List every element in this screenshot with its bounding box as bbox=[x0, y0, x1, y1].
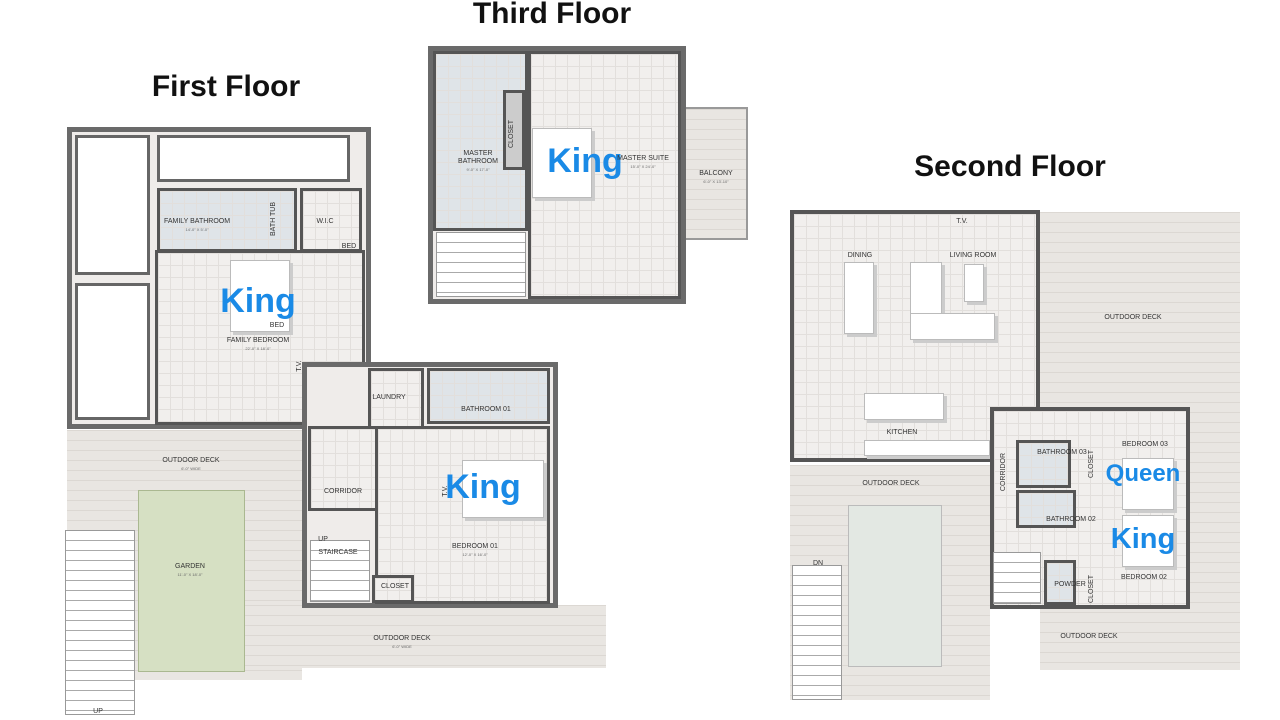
coffee-table bbox=[964, 264, 984, 302]
staircase bbox=[436, 232, 526, 297]
room-label: CORRIDOR bbox=[1000, 452, 1007, 492]
room-label: BATHROOM 03 bbox=[1037, 449, 1087, 456]
bathroom-02 bbox=[1016, 490, 1076, 528]
bed bbox=[1122, 515, 1174, 567]
room-label: POWDER bbox=[1054, 581, 1086, 588]
bed-size-label: King bbox=[1110, 523, 1176, 555]
bed bbox=[1122, 458, 1174, 510]
room-label: OUTDOOR DECK bbox=[862, 480, 920, 487]
room-label: DN bbox=[812, 560, 824, 567]
closet bbox=[372, 575, 414, 603]
room-label: T.V. bbox=[296, 360, 303, 372]
garden bbox=[138, 490, 245, 672]
room-label: LIVING ROOM bbox=[949, 252, 997, 259]
closet bbox=[503, 90, 525, 170]
powder-room bbox=[1044, 560, 1076, 605]
staircase bbox=[993, 552, 1041, 604]
bathroom-01 bbox=[427, 368, 550, 424]
bed bbox=[532, 128, 592, 198]
sofa bbox=[910, 313, 995, 340]
room-label: OUTDOOR DECK bbox=[1060, 633, 1118, 640]
bed-size-label: King bbox=[445, 468, 521, 506]
room-label: DINING bbox=[847, 252, 873, 259]
room-label: BEDROOM 03 bbox=[1122, 441, 1168, 448]
room-label: LAUNDRY bbox=[372, 394, 406, 401]
balcony bbox=[680, 107, 748, 240]
laundry bbox=[368, 368, 424, 432]
kitchen-counter bbox=[864, 440, 990, 456]
bathroom-03 bbox=[1016, 440, 1071, 488]
void-area bbox=[75, 135, 150, 275]
bed-size-label: King bbox=[547, 142, 623, 180]
bed-size-label: King bbox=[220, 282, 296, 320]
pool-area bbox=[848, 505, 942, 667]
walk-in-closet bbox=[300, 188, 362, 252]
room-label: BEDROOM 02 bbox=[1121, 574, 1167, 581]
first-floor-title: First Floor bbox=[151, 70, 301, 103]
exterior-stairs bbox=[65, 530, 135, 715]
bed bbox=[230, 260, 290, 332]
bed bbox=[462, 460, 544, 518]
second-floor-title: Second Floor bbox=[914, 150, 1106, 183]
room-label: W.I.C bbox=[316, 218, 334, 225]
room-label: BED bbox=[341, 243, 357, 250]
room-label: T.V. bbox=[956, 218, 968, 225]
void-area bbox=[75, 283, 150, 420]
room-label: KITCHEN bbox=[886, 429, 918, 436]
outdoor-deck-bottom bbox=[240, 605, 606, 668]
exterior-stairs bbox=[792, 565, 842, 700]
dining-table bbox=[844, 262, 874, 334]
family-bathroom bbox=[157, 188, 297, 252]
room-label: CLOSET bbox=[1088, 449, 1095, 479]
room-label: UP bbox=[318, 536, 328, 543]
bed-size-label: Queen bbox=[1105, 460, 1181, 487]
room-label: BATH TUB bbox=[270, 202, 277, 236]
kitchen-island bbox=[864, 393, 944, 420]
room-label: CLOSET bbox=[508, 119, 515, 149]
room-label: BATHROOM 02 bbox=[1046, 516, 1096, 523]
staircase bbox=[310, 540, 370, 602]
room-label: CLOSET bbox=[380, 583, 410, 590]
room-label: OUTDOOR DECK bbox=[1104, 314, 1162, 321]
void-area bbox=[157, 135, 350, 182]
room-label: UP bbox=[93, 708, 103, 715]
room-label: CORRIDOR bbox=[323, 488, 363, 495]
room-label: BATHROOM 01 bbox=[461, 406, 511, 413]
room-label: BED bbox=[269, 322, 285, 329]
corridor bbox=[308, 426, 378, 511]
room-label: CLOSET bbox=[1088, 574, 1095, 604]
room-label: STAIRCASE bbox=[318, 549, 358, 556]
third-floor-title: Third Floor bbox=[472, 0, 632, 30]
